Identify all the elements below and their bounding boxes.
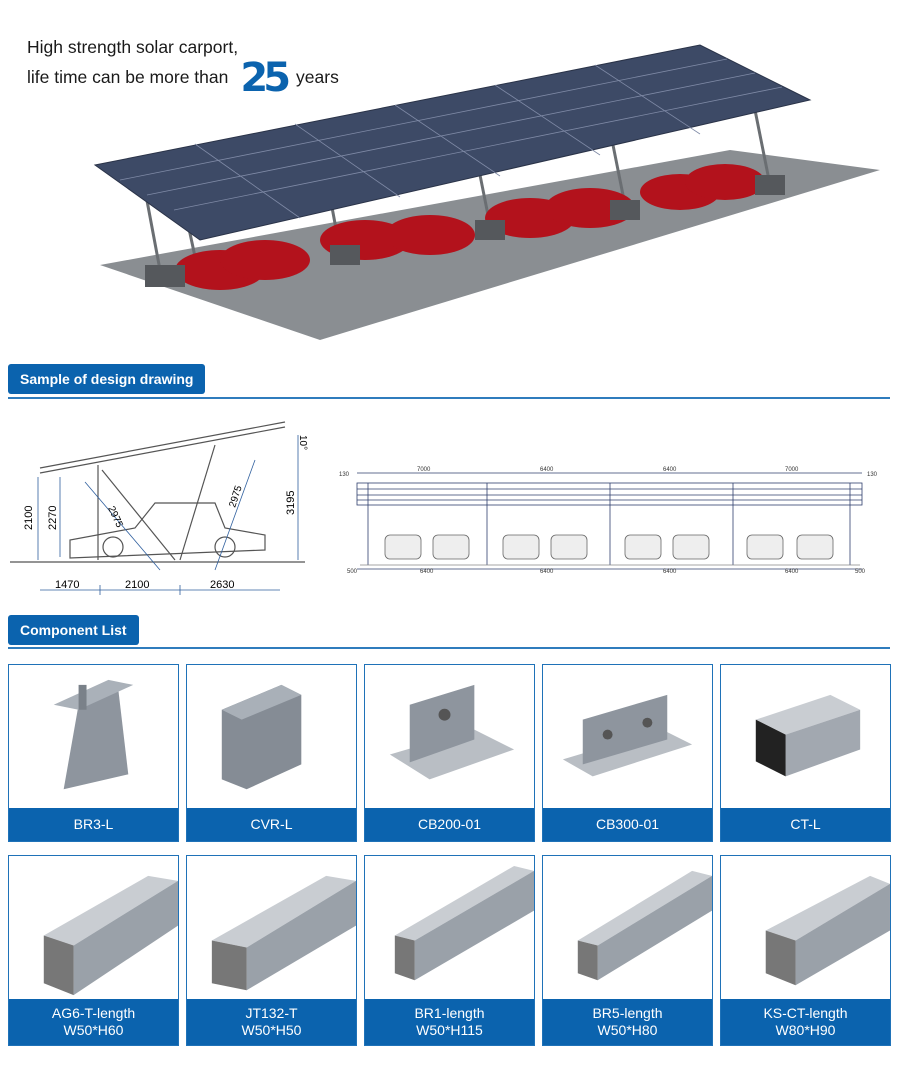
component-name: CB200-01 bbox=[417, 816, 482, 832]
rail-profile-image bbox=[394, 865, 534, 981]
front-bottom-dim: 6400 bbox=[785, 569, 799, 575]
connector-tube-image bbox=[755, 694, 861, 777]
component-name: JT132-T bbox=[245, 1005, 298, 1021]
component-card[interactable]: CB300-01 bbox=[542, 664, 713, 842]
component-name: CT-L bbox=[790, 816, 821, 832]
front-top-dim: 6400 bbox=[540, 467, 554, 473]
component-size: W50*H115 bbox=[416, 1022, 483, 1038]
front-view-drawing: 130 7000 6400 6400 7000 130 500 6400 640… bbox=[339, 467, 878, 575]
front-view-cars bbox=[384, 534, 834, 560]
component-label: BR3-L bbox=[9, 808, 178, 841]
angle-label: 10° bbox=[297, 435, 308, 450]
side-view-drawing: 10° 2100 2270 3195 2975 2975 1470 2100 2… bbox=[10, 421, 308, 595]
front-top-dim: 130 bbox=[867, 472, 878, 478]
component-label: CT-L bbox=[721, 808, 890, 841]
solar-carport-rendering bbox=[93, 44, 880, 340]
front-top-dim: 6400 bbox=[663, 467, 677, 473]
dim-brace-left: 2975 bbox=[105, 505, 125, 530]
component-card[interactable]: CT-L bbox=[720, 664, 891, 842]
solar-panel-roof bbox=[93, 44, 812, 241]
component-name: CB300-01 bbox=[595, 816, 660, 832]
dim-span-front: 1470 bbox=[55, 579, 79, 591]
dim-front-height: 2100 bbox=[23, 506, 35, 530]
concrete-footings bbox=[145, 175, 785, 287]
headline-suffix: years bbox=[296, 67, 339, 87]
component-name: BR5-length bbox=[592, 1005, 663, 1021]
front-bottom-dim: 6400 bbox=[540, 569, 554, 575]
component-label: CB200-01 bbox=[365, 808, 534, 841]
component-name: BR3-L bbox=[73, 816, 114, 832]
dim-rear-height: 3195 bbox=[285, 491, 297, 515]
component-card[interactable]: CVR-L bbox=[186, 664, 357, 842]
headline-prefix: life time can be more than bbox=[27, 67, 229, 87]
section-divider bbox=[8, 647, 890, 649]
component-name: BR1-length bbox=[414, 1005, 485, 1021]
section-tab-component-list: Component List bbox=[8, 615, 139, 645]
component-size: W80*H90 bbox=[775, 1022, 836, 1038]
component-name: AG6-T-length bbox=[51, 1005, 136, 1021]
headline-line1: High strength solar carport, bbox=[27, 37, 239, 57]
front-top-dim: 7000 bbox=[417, 467, 431, 473]
rail-profile-image bbox=[221, 684, 302, 790]
component-name: CVR-L bbox=[250, 816, 293, 832]
front-top-dim: 7000 bbox=[785, 467, 799, 473]
component-size: W50*H80 bbox=[597, 1022, 658, 1038]
years-number: 25 bbox=[240, 55, 291, 101]
front-top-dim: 130 bbox=[339, 472, 350, 478]
square-tube-image bbox=[43, 875, 178, 996]
rail-tube-image bbox=[211, 875, 356, 991]
rail-bracket-image bbox=[53, 679, 134, 790]
panel-grid bbox=[119, 58, 783, 219]
component-size: W50*H50 bbox=[241, 1022, 302, 1038]
front-bottom-dim: 500 bbox=[855, 569, 866, 575]
section-tab-design-drawing: Sample of design drawing bbox=[8, 364, 206, 394]
dim-span-middle: 2100 bbox=[125, 579, 149, 591]
dim-brace-right: 2975 bbox=[227, 484, 244, 509]
rail-profile-image bbox=[577, 870, 712, 981]
section-divider bbox=[8, 397, 890, 399]
component-card[interactable]: CB200-01 bbox=[364, 664, 535, 842]
square-tube-image bbox=[765, 875, 890, 986]
parked-cars bbox=[175, 164, 765, 290]
clamp-bracket-image bbox=[389, 684, 515, 780]
component-name: KS-CT-length bbox=[763, 1005, 848, 1021]
front-bottom-dim: 6400 bbox=[663, 569, 677, 575]
clamp-bracket-image bbox=[562, 694, 693, 777]
front-bottom-dim: 6400 bbox=[420, 569, 434, 575]
headline: High strength solar carport, life time c… bbox=[27, 32, 339, 98]
component-card[interactable]: BR3-L bbox=[8, 664, 179, 842]
dim-beam-height: 2270 bbox=[47, 506, 59, 530]
component-label: CVR-L bbox=[187, 808, 356, 841]
dim-span-rear: 2630 bbox=[210, 579, 234, 591]
component-size: W50*H60 bbox=[63, 1022, 124, 1038]
front-bottom-dim: 500 bbox=[347, 569, 358, 575]
component-label: CB300-01 bbox=[543, 808, 712, 841]
